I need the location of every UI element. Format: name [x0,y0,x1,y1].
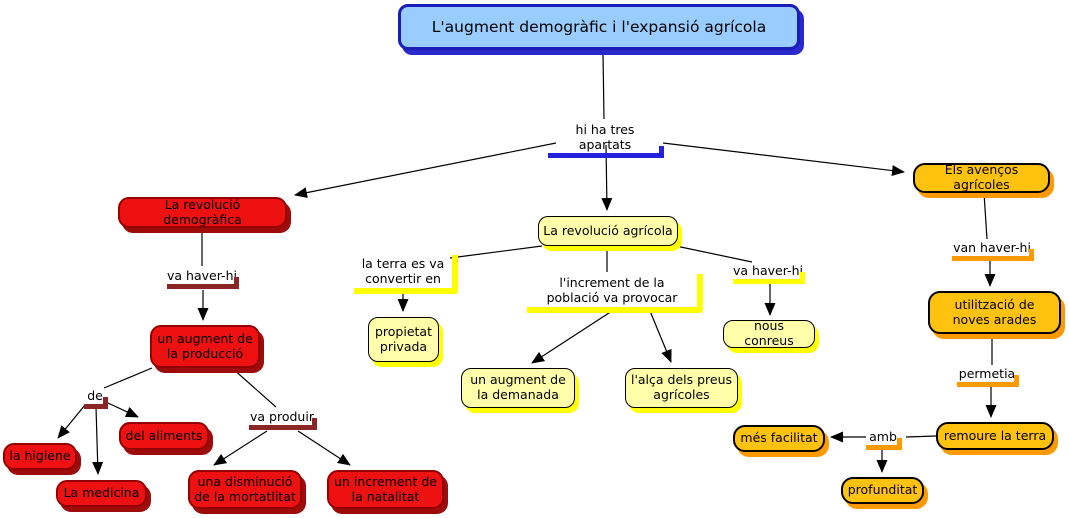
node-revolucio-demografica[interactable]: La revolució demogràfica [118,197,287,228]
link-label-text: l'increment de la població va provocar [527,274,703,313]
node-mes-facilitat[interactable]: més facilitat [733,425,825,452]
link-label-text: de [87,388,103,403]
link-label-terra-convertir[interactable]: la terra es va convertir en [354,255,458,294]
node-avencos-agricoles[interactable]: Els avenços agrícoles [913,162,1050,193]
link-label-va-haver-hi-mid[interactable]: va haver-hi [733,263,805,284]
node-nous-conreus[interactable]: nous conreus [723,318,815,348]
node-augment-produccio[interactable]: un augment de la producció [150,325,260,368]
link-label-hi-ha-tres-apartats[interactable]: hi ha tres apartats [548,122,664,158]
node-disminucio-mortatlitat[interactable]: una disminució de la mortatlitat [188,470,302,509]
link-underline [548,146,664,158]
link-label-permetia[interactable]: permetia [957,366,1019,387]
link-label-va-produir[interactable]: va produir [249,409,317,430]
link-label-van-haver-hi[interactable]: van haver-hi [952,240,1034,261]
link-underline [84,397,108,409]
link-label-text: va produir [250,409,314,424]
node-remoure-terra[interactable]: remoure la terra [936,422,1054,450]
node-profunditat[interactable]: profunditat [841,477,924,504]
link-label-text: amb [869,429,897,444]
link-label-text: hi ha tres apartats [575,122,635,152]
node-increment-natalitat[interactable]: un increment de la natalitat [327,470,444,509]
link-underline [957,375,1019,387]
link-underline [167,277,239,289]
link-label-text: va haver-hi [167,268,237,283]
link-label-text: van haver-hi [953,240,1031,255]
link-underline [866,438,902,450]
link-label-amb[interactable]: amb [866,429,902,450]
link-label-va-haver-hi-left[interactable]: va haver-hi [167,268,239,289]
link-label-text: permetia [958,366,1016,381]
link-label-increment-poblacio[interactable]: l'increment de la població va provocar [527,274,703,313]
node-revolucio-agricola[interactable]: La revolució agrícola [538,216,678,246]
node-la-medicina[interactable]: La medicina [56,480,147,507]
node-alca-preus[interactable]: l'alça dels preus agrícoles [625,368,738,408]
link-label-de[interactable]: de [84,388,108,409]
node-utilitzacio-arades[interactable]: utilització de noves arades [928,291,1061,334]
link-label-text: la terra es va convertir en [354,255,458,294]
link-underline [952,249,1034,261]
node-la-higiene[interactable]: la higiene [3,443,77,470]
node-del-aliments[interactable]: del aliments [119,422,209,450]
node-augment-demanada[interactable]: un augment de la demanada [461,368,575,408]
link-underline [733,272,805,284]
link-label-text: va haver-hi [733,263,803,278]
node-title[interactable]: L'augment demogràfic i l'expansió agríco… [398,4,800,50]
link-underline [249,418,317,430]
node-propietat-privada[interactable]: propietat privada [368,317,439,362]
